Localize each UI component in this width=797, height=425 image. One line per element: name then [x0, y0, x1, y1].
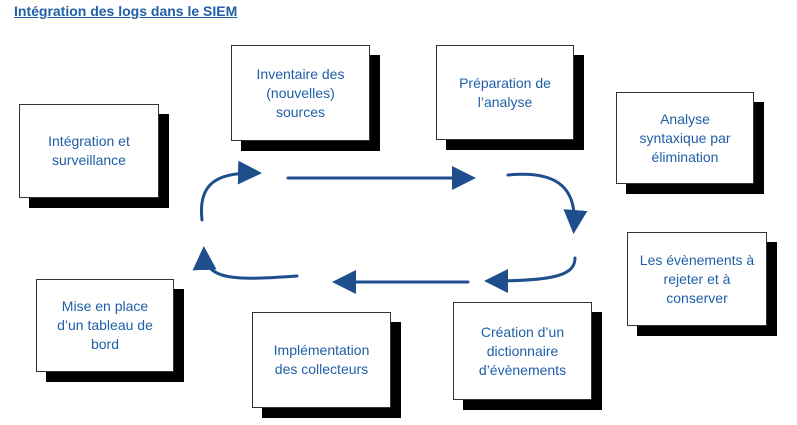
arrow-top-right-curve [506, 172, 588, 234]
step-label: Création d’un dictionnaire d’évènements [478, 323, 567, 378]
step-label: Préparation de l’analyse [459, 74, 551, 110]
step-evenements-rejeter-conserver: Les évènements à rejeter et à conserver [627, 232, 767, 326]
step-implementation-collecteurs: Implémentation des collecteurs [252, 312, 391, 408]
arrow-bottom-right-curve [484, 256, 577, 293]
step-analyse-syntaxique: Analyse syntaxique par élimination [616, 92, 754, 184]
step-label: Implémentation des collecteurs [273, 342, 370, 377]
step-preparation-analyse: Préparation de l’analyse [436, 45, 574, 140]
step-label: Analyse syntaxique par élimination [639, 110, 731, 165]
step-integration-surveillance: Intégration et surveillance [19, 104, 159, 198]
step-label: Inventaire des (nouvelles) sources [256, 65, 345, 120]
arrow-top-left-curve [199, 160, 262, 222]
diagram-title: Intégration des logs dans le SIEM [14, 3, 238, 19]
step-label: Intégration et surveillance [48, 133, 130, 168]
step-tableau-de-bord: Mise en place d’un tableau de bord [36, 279, 174, 372]
step-inventaire-sources: Inventaire des (nouvelles) sources [231, 45, 370, 141]
step-dictionnaire-evenements: Création d’un dictionnaire d’évènements [453, 302, 592, 400]
arrow-bottom-left-curve [192, 246, 299, 280]
step-label: Mise en place d’un tableau de bord [57, 298, 153, 352]
step-label: Les évènements à rejeter et à conserver [639, 251, 755, 306]
